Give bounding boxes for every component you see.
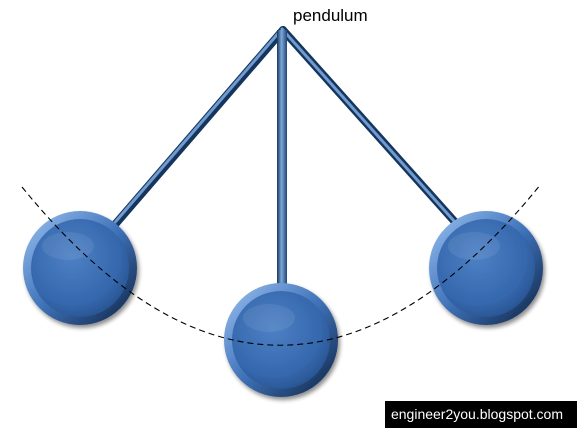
- watermark-label: engineer2you.blogspot.com: [384, 401, 577, 428]
- center-rest-bob: [224, 283, 338, 397]
- pendulum-rods: [108, 26, 459, 292]
- swing-arc: [21, 183, 542, 346]
- center-rod: [277, 30, 287, 292]
- left-swing-bob: [23, 211, 137, 325]
- right-swing-bob: [429, 211, 543, 325]
- diagram-title: pendulum: [293, 6, 368, 25]
